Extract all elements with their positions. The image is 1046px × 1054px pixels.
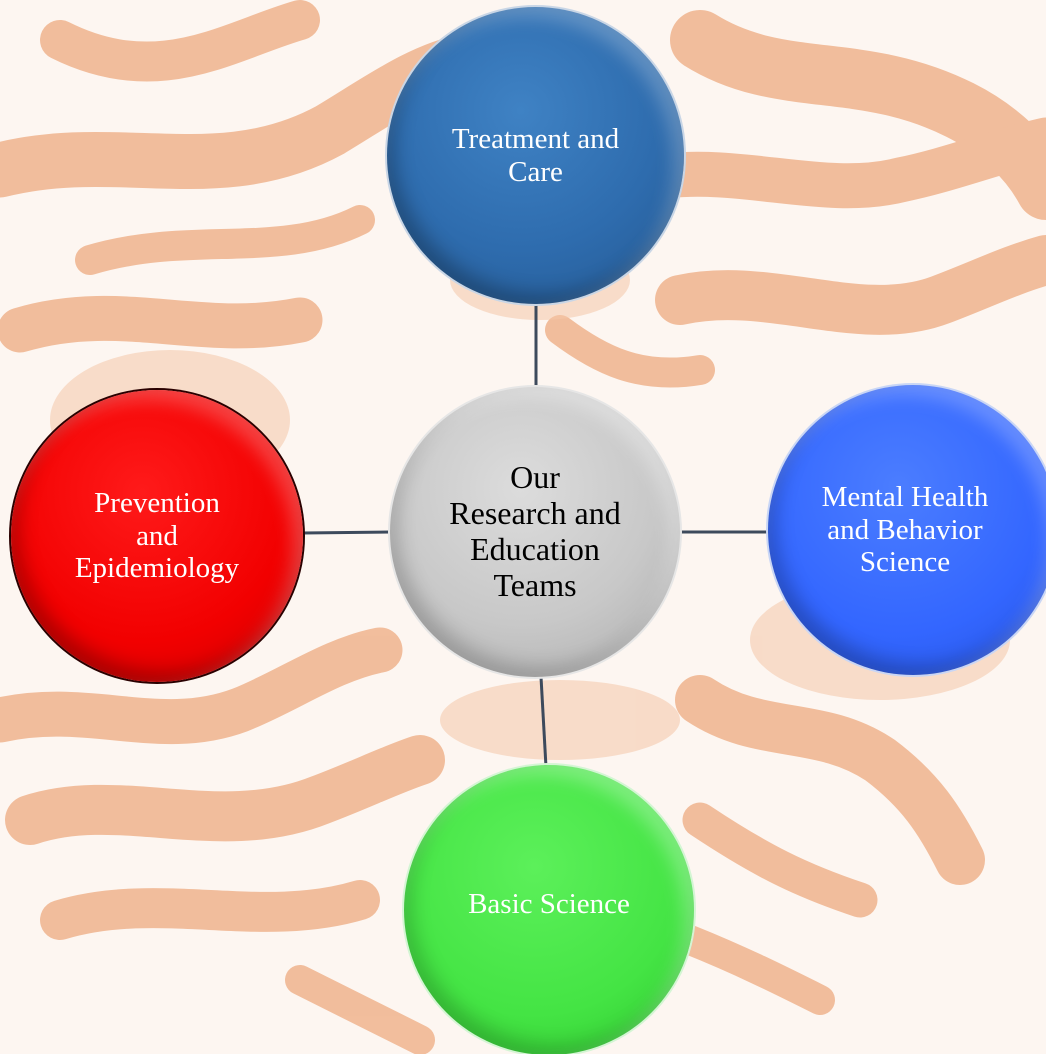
watermark-swirl [655, 235, 1046, 335]
watermark-blob [440, 680, 680, 760]
node-label: Prevention and Epidemiology [74, 487, 240, 585]
connector-bottom [539, 676, 548, 768]
node-label: Treatment and Care [451, 123, 620, 188]
watermark-swirl [545, 315, 715, 388]
watermark-swirl [675, 675, 985, 885]
watermark-swirl [0, 627, 403, 745]
watermark-swirl [682, 802, 878, 918]
node-label: Basic Science [468, 887, 630, 920]
watermark-swirl [285, 965, 435, 1054]
node-mental-health-and-behavior-science: Mental Health and Behavior Science [768, 385, 1046, 675]
watermark-swirl [40, 0, 320, 82]
node-label: Mental Health and Behavior Science [821, 481, 989, 579]
node-center-research-and-education-teams: Our Research and Education Teams [390, 387, 680, 677]
watermark-swirl [75, 205, 375, 275]
watermark-swirl [40, 880, 380, 940]
node-treatment-and-care: Treatment and Care [387, 7, 684, 304]
watermark-swirl [0, 295, 323, 353]
node-label: Our Research and Education Teams [449, 459, 621, 603]
watermark-swirl [675, 925, 835, 1015]
connector-left [302, 530, 392, 535]
watermark-swirl [617, 117, 1046, 209]
watermark-swirl [5, 735, 445, 845]
node-basic-science: Basic Science [404, 765, 694, 1054]
node-prevention-and-epidemiology: Prevention and Epidemiology [11, 390, 303, 682]
